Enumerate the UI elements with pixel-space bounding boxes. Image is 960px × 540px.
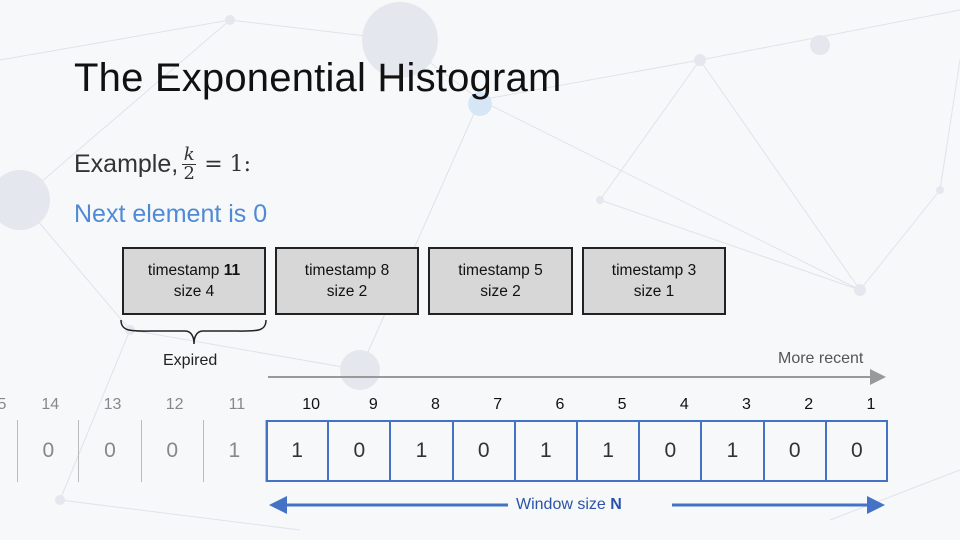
- window-cell-divider: [824, 420, 827, 482]
- bucket-4: timestamp 3 size 1: [582, 247, 726, 315]
- bucket-prefix: timestamp: [304, 262, 381, 279]
- stream-cell: 1: [415, 439, 428, 462]
- stream-timestamp: 6: [555, 396, 565, 413]
- bucket-size: size 4: [173, 283, 215, 300]
- k-over-2-fraction: k 2: [182, 144, 197, 184]
- stream-cell: 0: [477, 439, 490, 462]
- stream-timestamp: 12: [165, 396, 184, 413]
- window-cell-divider: [451, 420, 454, 482]
- bucket-timestamp: 3: [687, 262, 697, 279]
- stream-timestamp: 8: [431, 396, 440, 413]
- fraction-denominator: 2: [183, 163, 195, 184]
- stream-cell: 0: [788, 439, 801, 462]
- stream-cell: 0: [664, 439, 677, 462]
- window-cell-divider: [638, 420, 641, 482]
- stream-timestamp: 14: [41, 396, 60, 413]
- window-cell-divider: [327, 420, 330, 482]
- example-line: Example, k 2 = 1:: [74, 146, 251, 183]
- stream-timestamp: 5: [0, 396, 7, 413]
- bucket-timestamp: 11: [223, 262, 241, 279]
- sliding-window-box: [266, 420, 888, 482]
- window-cell-divider: [700, 420, 703, 482]
- next-element-line: Next element is 0: [74, 200, 268, 228]
- stream-timestamp: 5: [617, 396, 627, 413]
- example-word: Example,: [74, 150, 179, 178]
- stream-timestamp: 4: [679, 396, 689, 413]
- stream-cell: 1: [291, 439, 303, 462]
- expired-label: Expired: [163, 352, 218, 369]
- window-cell-divider: [513, 420, 516, 482]
- bucket-size: size 1: [633, 283, 675, 300]
- example-rhs: = 1:: [204, 152, 252, 177]
- more-recent-label: More recent: [778, 350, 864, 367]
- fraction-numerator: k: [183, 144, 195, 165]
- stream-cell: 0: [142, 420, 204, 482]
- window-size-text: Window size: [516, 496, 611, 513]
- stream-timestamp: 1: [866, 396, 876, 413]
- bucket-prefix: timestamp: [611, 262, 688, 279]
- bucket-prefix: timestamp: [147, 262, 224, 279]
- window-size-label: Window size N: [516, 496, 622, 514]
- stream-cell: 0: [851, 439, 863, 462]
- stream-cell: 1: [726, 439, 739, 462]
- bucket-1: timestamp 11 size 4: [122, 247, 266, 315]
- window-cell-divider: [389, 420, 392, 482]
- stream-timestamp: 9: [368, 396, 378, 413]
- bucket-size: size 2: [326, 283, 368, 300]
- stream-cell: 1: [540, 439, 552, 462]
- stream-cell: 0: [353, 439, 366, 462]
- stream-cell: 0: [17, 420, 80, 482]
- stream-cell: 1: [204, 420, 266, 482]
- bucket-timestamp: 8: [380, 262, 390, 279]
- bucket-timestamp: 5: [534, 262, 543, 279]
- stream-timestamp: 10: [302, 396, 320, 413]
- window-cell-divider: [762, 420, 765, 482]
- window-cell-divider: [576, 420, 578, 482]
- bucket-3: timestamp 5 size 2: [428, 247, 573, 315]
- stream-cell: 0: [79, 420, 142, 482]
- stream-timestamp: 13: [103, 396, 122, 413]
- stream-timestamp: 11: [228, 396, 246, 413]
- stream-timestamp: 3: [742, 396, 751, 413]
- bucket-prefix: timestamp: [458, 262, 535, 279]
- slide-title: The Exponential Histogram: [74, 56, 562, 100]
- stream-cell: 1: [602, 439, 614, 462]
- stream-timestamp: 2: [804, 396, 814, 413]
- stream-timestamp: 7: [493, 396, 503, 413]
- window-size-n: N: [610, 496, 622, 513]
- bucket-size: size 2: [480, 283, 521, 300]
- bucket-2: timestamp 8 size 2: [275, 247, 419, 315]
